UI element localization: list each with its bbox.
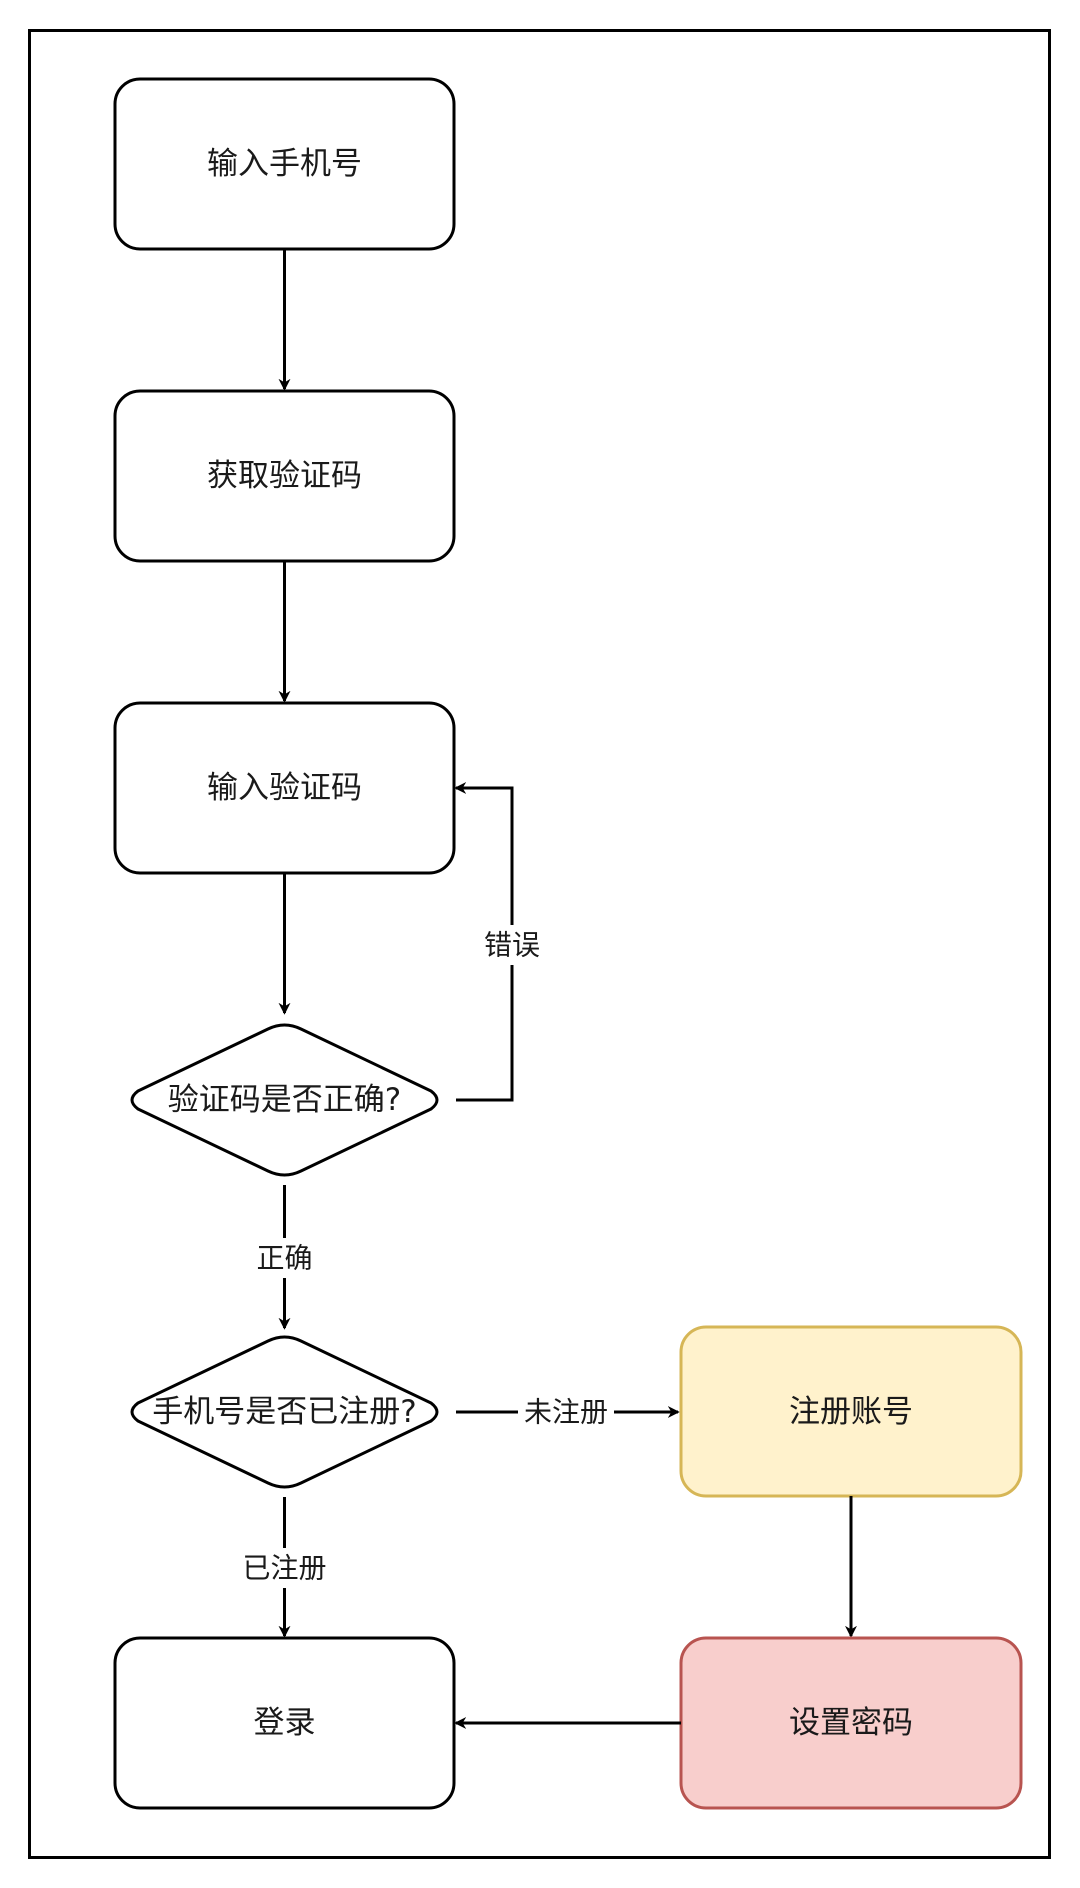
node-code-correct[interactable]: 验证码是否正确?	[130, 1023, 439, 1177]
node-code-correct-label: 验证码是否正确?	[168, 1082, 401, 1118]
edge-not-registered-label: 未注册	[524, 1396, 608, 1429]
node-register-account-label: 注册账号	[789, 1394, 913, 1430]
node-login-shape	[113, 1636, 456, 1810]
node-register-account[interactable]: 注册账号	[679, 1325, 1023, 1498]
node-login-label: 登录	[254, 1705, 316, 1741]
node-get-code[interactable]: 获取验证码	[113, 389, 456, 563]
edge-registered-label: 已注册	[242, 1552, 326, 1585]
node-enter-code-label: 输入验证码	[207, 770, 362, 806]
node-phone-registered-label: 手机号是否已注册?	[152, 1394, 416, 1430]
node-code-correct-shape	[130, 1023, 439, 1177]
node-set-password-label: 设置密码	[789, 1705, 913, 1741]
node-enter-phone-label: 输入手机号	[207, 146, 362, 182]
node-login[interactable]: 登录	[113, 1636, 456, 1810]
node-set-password[interactable]: 设置密码	[679, 1636, 1023, 1810]
node-enter-code[interactable]: 输入验证码	[113, 701, 456, 875]
node-enter-phone[interactable]: 输入手机号	[113, 77, 456, 251]
edge-not-registered-label-bg	[518, 1392, 614, 1432]
node-phone-registered[interactable]: 手机号是否已注册?	[130, 1335, 439, 1489]
edge-check-wrong-label-bg	[478, 925, 546, 965]
edge-registered-label-bg	[236, 1548, 333, 1588]
edge-check-right-label: 正确	[256, 1242, 312, 1275]
edge-check-wrong-label: 错误	[484, 929, 540, 962]
node-phone-registered-shape	[130, 1335, 439, 1489]
edge-check-right-label-bg	[250, 1238, 319, 1278]
node-get-code-label: 获取验证码	[207, 458, 362, 494]
